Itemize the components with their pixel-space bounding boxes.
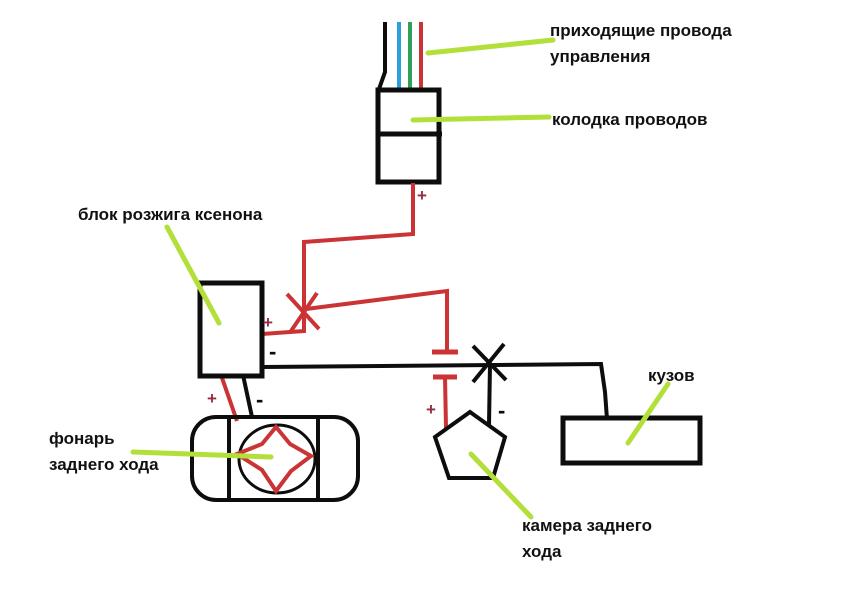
incoming-wires-group	[377, 22, 423, 90]
camera-minus-mark: -	[498, 398, 506, 423]
xenon-plus-mark: +	[263, 313, 273, 332]
label-reverse-light-line2: заднего хода	[49, 455, 159, 474]
label-body: кузов	[648, 366, 695, 385]
leader-xenon-block	[164, 224, 222, 326]
wire-block-symbol	[375, 87, 442, 185]
bulb-circle	[237, 423, 317, 495]
leader-wire-block	[410, 114, 552, 123]
reverse-light-housing	[190, 415, 360, 502]
red-wire-connector-to-xenon	[261, 183, 415, 336]
label-reverse-light-line1: фонарь	[49, 429, 115, 448]
label-reverse-camera: камера заднего хода	[522, 513, 652, 565]
label-wire-block: колодка проводов	[552, 110, 708, 129]
red-wire-branch-to-camera	[305, 288, 449, 350]
leader-body	[625, 381, 671, 446]
bulb-star-icon	[232, 423, 315, 495]
reverse-light-symbol	[190, 415, 360, 502]
incoming-wire-black-icon	[377, 22, 387, 90]
camera-plus-mark: +	[426, 400, 436, 419]
red-junction-x-icon	[289, 291, 319, 333]
lamp-minus-mark: -	[256, 387, 264, 412]
label-reverse-camera-line2: хода	[522, 542, 562, 561]
connector-plus-mark: +	[417, 186, 427, 205]
black-wire-xenon-to-body	[261, 361, 609, 420]
lamp-plus-mark: +	[207, 389, 217, 408]
xenon-minus-mark: -	[269, 339, 277, 364]
label-xenon-block: блок розжига ксенона	[78, 205, 263, 224]
black-wire-lamp-minus	[241, 374, 254, 418]
xenon-block-box	[197, 280, 265, 379]
label-incoming-wires-line1: приходящие провода	[550, 21, 732, 40]
black-junction-x-icon	[471, 342, 506, 384]
black-wire-camera-minus	[487, 363, 492, 426]
reverse-camera-pentagon	[432, 409, 508, 480]
red-wire-camera-plus	[443, 376, 448, 429]
body-box	[560, 415, 703, 466]
leader-reverse-camera	[468, 451, 534, 520]
leader-incoming-wires	[425, 37, 556, 56]
label-reverse-camera-line1: камера заднего	[522, 516, 652, 535]
label-incoming-wires-line2: управления	[550, 47, 651, 66]
leader-reverse-light	[130, 449, 274, 460]
red-wire-lamp-plus	[219, 374, 239, 422]
positive-wiring-group	[219, 183, 458, 429]
ground-wiring-group	[241, 342, 609, 426]
label-reverse-light: фонарь заднего хода	[49, 426, 159, 478]
label-incoming-wires: приходящие провода управления	[550, 18, 732, 70]
annotation-lines-group	[130, 37, 671, 520]
